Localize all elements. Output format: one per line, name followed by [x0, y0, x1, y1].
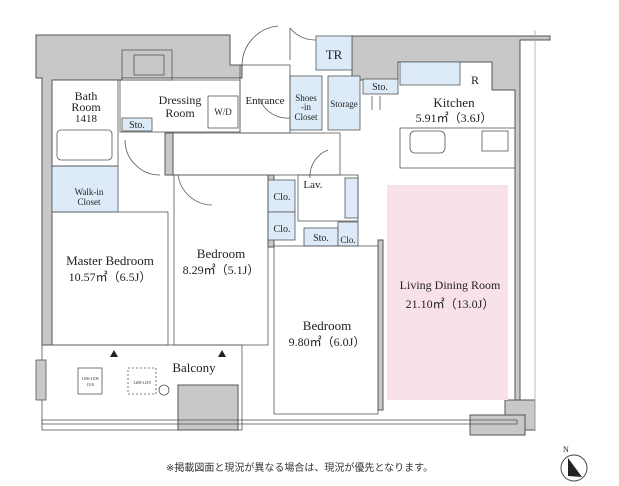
bath-label: Bath	[75, 89, 98, 103]
shoes-label: Shoes	[295, 93, 317, 103]
bedroom3-area: 9.80㎡（6.0J）	[289, 335, 366, 349]
clo-label-1: Clo.	[274, 192, 291, 203]
balcony-unit2-label: 1208-1210	[133, 380, 150, 385]
tr-label: TR	[326, 47, 343, 62]
balcony-unit1-label: 1106-1108	[81, 376, 98, 381]
balcony-markers	[110, 350, 226, 357]
balcony-unit1-label-2: 1110	[86, 382, 94, 387]
balcony-label: Balcony	[172, 360, 216, 375]
wd-label: W/D	[214, 107, 232, 117]
walkin-label-2: Closet	[77, 197, 101, 207]
disclaimer-note: ※掲載図面と現況が異なる場合は、現況が優先となります。	[166, 463, 434, 474]
compass-north-label: N	[563, 445, 569, 454]
storage-label: Storage	[330, 99, 358, 109]
room-labels: Bath Room 1418 Sto. Dressing Room W/D En…	[66, 47, 501, 387]
bedroom2-label: Bedroom	[197, 246, 245, 261]
lav-label: Lav.	[303, 179, 322, 191]
master-bedroom-area: 10.57㎡（6.5J）	[69, 270, 152, 284]
living-dining-area	[387, 185, 508, 400]
entrance-label: Entrance	[245, 95, 284, 107]
sto-hall-label: Sto.	[313, 233, 329, 244]
refrigerator-label: R	[471, 73, 479, 87]
bedroom3-label: Bedroom	[303, 318, 351, 333]
shoes-label-2: -in	[301, 102, 311, 112]
shoes-label-3: Closet	[294, 112, 318, 122]
kitchen-label: Kitchen	[433, 95, 475, 110]
sto-kitchen-label: Sto.	[372, 82, 388, 93]
walkin-label: Walk-in	[75, 187, 104, 197]
clo-label-2: Clo.	[274, 224, 291, 235]
ldr-area: 21.10㎡（13.0J）	[406, 297, 495, 311]
sto-bath-label: Sto.	[129, 120, 145, 131]
compass-icon: N	[560, 445, 588, 482]
bedroom2-area: 8.29㎡（5.1J）	[183, 263, 260, 277]
dressing-label-2: Room	[165, 106, 195, 120]
master-bedroom-label: Master Bedroom	[66, 253, 154, 268]
interior-lines	[35, 25, 536, 431]
bath-label-2: Room	[71, 100, 101, 114]
bath-size: 1418	[75, 113, 98, 125]
ldr-label: Living Dining Room	[400, 278, 501, 292]
clo-label-3: Clo.	[340, 235, 355, 245]
kitchen-area: 5.91㎡（3.6J）	[416, 111, 493, 125]
closets	[51, 35, 461, 247]
dressing-label: Dressing	[159, 93, 202, 107]
